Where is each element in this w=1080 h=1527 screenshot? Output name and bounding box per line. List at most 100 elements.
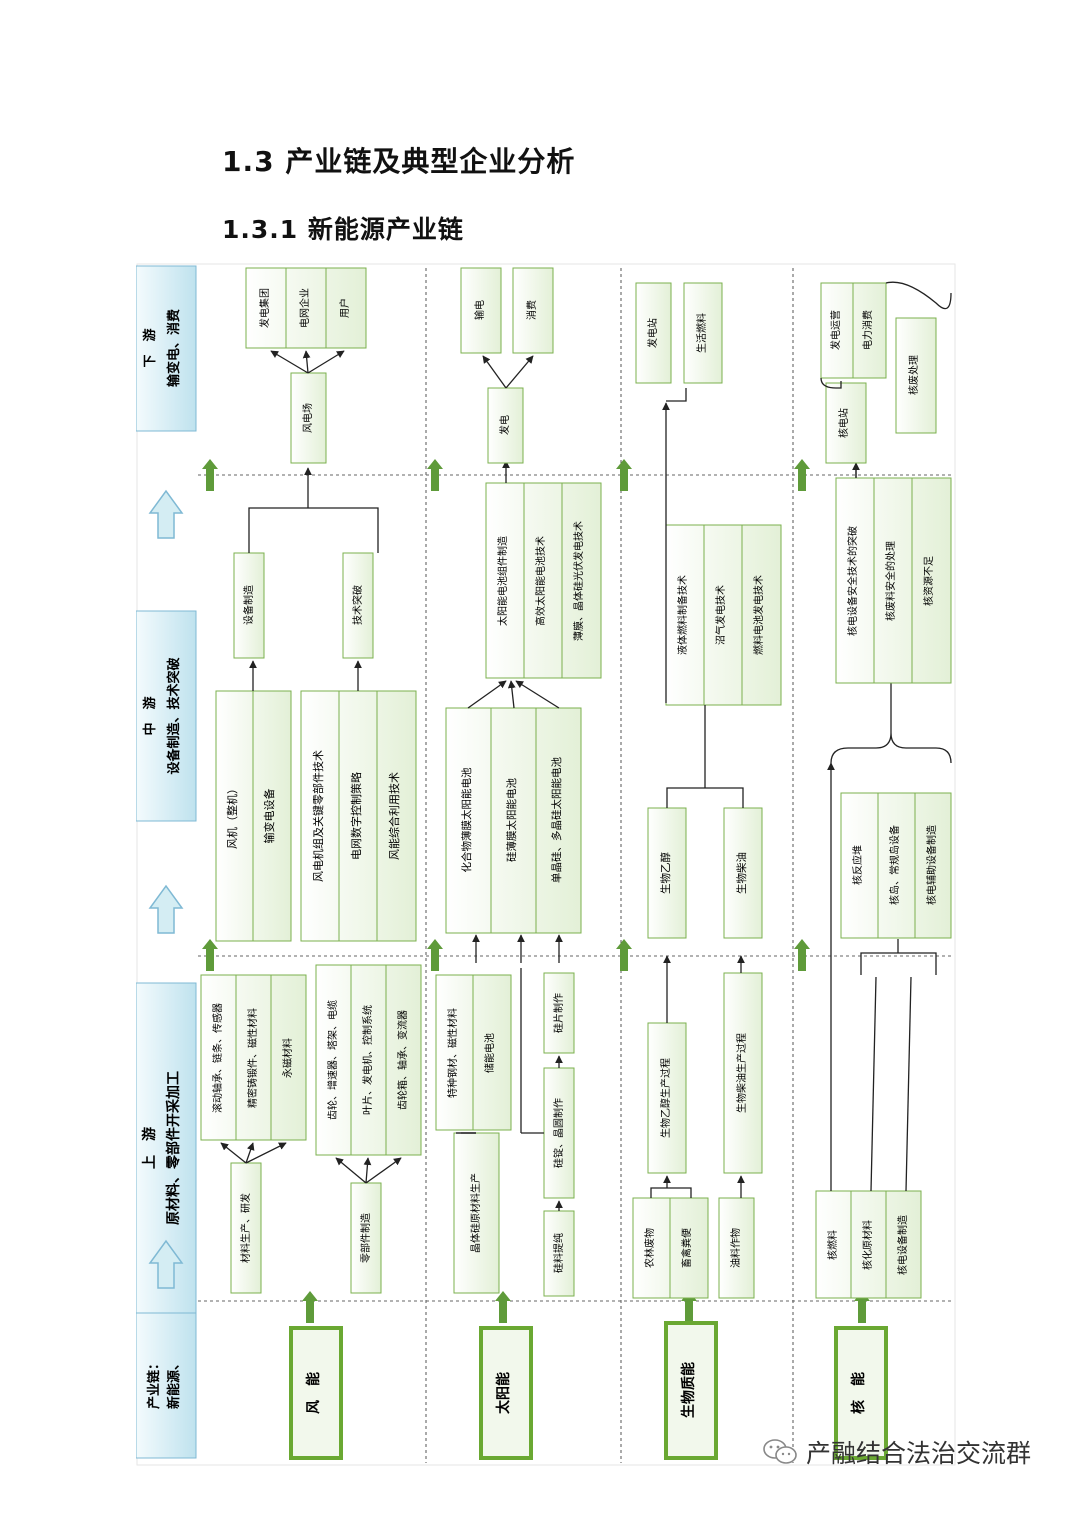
biomass-mid-ethanol: 生物乙醇: [647, 807, 687, 939]
svg-text:生物乙醇生产过程: 生物乙醇生产过程: [659, 1058, 672, 1138]
svg-text:硅片制作: 硅片制作: [552, 993, 565, 1033]
solar-mid-modules: 太阳能电池组件制造 高效太阳能电池技术 薄膜、晶体硅光伏发电技术: [485, 482, 602, 679]
svg-text:风电场: 风电场: [301, 403, 314, 433]
svg-text:燃料电池发电技术: 燃料电池发电技术: [752, 575, 765, 655]
svg-text:核燃料: 核燃料: [826, 1230, 839, 1260]
wind-mid-equip-mfg: 设备制造: [233, 552, 265, 659]
industry-chain-diagram: 产业链： 新能源、 上 游 原材料、零部件开采加工 中 游 设备制造、技术突破 …: [136, 263, 956, 1466]
svg-text:输电: 输电: [473, 300, 486, 320]
svg-text:畜禽粪便: 畜禽粪便: [680, 1228, 693, 1268]
solar-down-transmission: 输电: [460, 267, 502, 354]
biomass-mid-diesel: 生物柴油: [723, 807, 763, 939]
nuclear-up-materials: 核燃料 核化原材料 核电设备制造: [815, 1190, 922, 1299]
solar-up-ingot: 硅锭、晶圆制作: [543, 1067, 575, 1199]
svg-text:核反应堆: 核反应堆: [851, 845, 864, 885]
wind-up-components: 齿轮、增速器、塔架、电缆 叶片、发电机、控制系统 齿轮箱、轴承、变流器: [315, 964, 422, 1156]
energy-box-nuclear: 核 能: [834, 1326, 888, 1460]
svg-text:永磁材料: 永磁材料: [281, 1038, 294, 1078]
svg-text:生活燃料: 生活燃料: [695, 313, 708, 353]
svg-text:生物柴油生产过程: 生物柴油生产过程: [735, 1033, 748, 1113]
svg-text:核 能: 核 能: [850, 1372, 867, 1414]
nuclear-mid-tech: 核电设备安全技术的突破 核废料安全的处理 核资源不足: [835, 477, 952, 684]
stage-flow-arrows: [148, 489, 184, 1289]
svg-text:核电设备制造: 核电设备制造: [896, 1215, 909, 1275]
svg-text:技术突破: 技术突破: [351, 585, 364, 625]
wind-up-bearings: 滚动轴承、链条、传感器 精密铸锻件、磁性材料 永磁材料: [200, 974, 307, 1141]
svg-text:核废料安全的处理: 核废料安全的处理: [884, 541, 897, 621]
svg-text:核废处理: 核废处理: [907, 355, 920, 395]
nuclear-down-station: 核电站: [825, 382, 867, 464]
svg-text:风 能: 风 能: [305, 1372, 322, 1414]
svg-text:太阳能: 太阳能: [495, 1372, 512, 1414]
wind-mid-breakthrough: 技术突破: [342, 552, 374, 659]
svg-text:核资源不足: 核资源不足: [922, 556, 935, 606]
nuclear-down-operation: 发电运营 电力消费: [820, 282, 887, 379]
svg-text:设备制造: 设备制造: [242, 585, 255, 625]
svg-text:硅锭、晶圆制作: 硅锭、晶圆制作: [552, 1098, 565, 1168]
energy-box-solar: 太阳能: [479, 1326, 533, 1460]
svg-text:核电辅助设备制造: 核电辅助设备制造: [925, 825, 938, 905]
svg-text:薄膜、晶体硅光伏发电技术: 薄膜、晶体硅光伏发电技术: [572, 521, 585, 641]
stage-new-energy-title: 产业链：: [146, 1357, 162, 1409]
wind-up-material: 材料生产、研发: [230, 1162, 262, 1294]
wind-mid-tech: 风电机组及关键零部件技术 电网数字控制策略 风能综合利用技术: [300, 690, 417, 942]
stage-new-energy-subtitle: 新能源、: [166, 1357, 182, 1409]
svg-text:生物柴油: 生物柴油: [735, 852, 748, 894]
svg-text:用户: 用户: [338, 298, 351, 318]
svg-text:发电集团: 发电集团: [258, 288, 271, 328]
biomass-up-oil-crops: 油料作物: [718, 1197, 755, 1299]
wind-down-farm: 风电场: [290, 372, 327, 464]
svg-text:太阳能电池组件制造: 太阳能电池组件制造: [496, 536, 509, 626]
solar-up-silicon: 晶体硅原材料生产: [453, 1132, 500, 1294]
svg-text:零部件制造: 零部件制造: [359, 1213, 372, 1263]
stage-upstream-subtitle: 原材料、零部件开采加工: [165, 1071, 182, 1225]
svg-text:消费: 消费: [525, 300, 538, 320]
stage-upstream-title: 上 游: [141, 1127, 158, 1169]
biomass-up-waste: 农林废物 畜禽粪便: [632, 1197, 709, 1299]
svg-text:化合物薄膜太阳能电池: 化合物薄膜太阳能电池: [460, 767, 473, 872]
wind-up-parts-mfg: 零部件制造: [350, 1182, 382, 1294]
svg-text:单晶硅、多晶硅太阳能电池: 单晶硅、多晶硅太阳能电池: [550, 757, 563, 883]
svg-text:齿轮、增速器、塔架、电缆: 齿轮、增速器、塔架、电缆: [326, 1000, 339, 1120]
solar-down-consumption: 消费: [512, 267, 554, 354]
svg-text:核电设备安全技术的突破: 核电设备安全技术的突破: [846, 526, 859, 636]
svg-text:硅料提纯: 硅料提纯: [552, 1233, 565, 1273]
nuclear-down-waste: 核废处理: [895, 317, 937, 434]
nuclear-mid-reactor: 核反应堆 核岛、常规岛设备 核电辅助设备制造: [840, 792, 952, 939]
svg-text:农林废物: 农林废物: [643, 1228, 656, 1268]
section-title: 1.3 产业链及典型企业分析: [222, 145, 576, 178]
svg-text:材料生产、研发: 材料生产、研发: [239, 1193, 252, 1263]
svg-text:发电运营: 发电运营: [829, 310, 842, 350]
svg-text:生物乙醇: 生物乙醇: [659, 852, 672, 894]
wind-mid-turbines: 风机（整机） 输变电设备: [215, 690, 292, 942]
svg-text:滚动轴承、链条、传感器: 滚动轴承、链条、传感器: [211, 1003, 224, 1113]
svg-text:风机（整机）: 风机（整机）: [225, 783, 239, 849]
stage-midstream-subtitle: 设备制造、技术突破: [166, 657, 182, 774]
svg-text:沼气发电技术: 沼气发电技术: [714, 585, 727, 645]
svg-text:电网企业: 电网企业: [298, 288, 311, 328]
svg-text:晶体硅原材料生产: 晶体硅原材料生产: [469, 1173, 482, 1253]
svg-text:发电: 发电: [498, 415, 511, 435]
solar-down-generation: 发电: [487, 387, 524, 464]
energy-box-wind: 风 能: [289, 1326, 343, 1460]
svg-text:储能电池: 储能电池: [483, 1033, 496, 1073]
biomass-down-plant: 发电站: [635, 282, 672, 384]
biomass-down-fuel: 生活燃料: [683, 282, 723, 384]
svg-text:精密铸锻件、磁性材料: 精密铸锻件、磁性材料: [246, 1008, 259, 1108]
svg-text:特种钢材、磁性材料: 特种钢材、磁性材料: [446, 1008, 459, 1098]
svg-text:核电站: 核电站: [837, 408, 850, 438]
svg-text:高效太阳能电池技术: 高效太阳能电池技术: [534, 536, 547, 626]
stage-downstream-title: 下 游: [142, 328, 158, 367]
svg-text:风电机组及关键零部件技术: 风电机组及关键零部件技术: [311, 750, 325, 882]
svg-text:电力消费: 电力消费: [861, 310, 874, 350]
svg-text:硅薄膜太阳能电池: 硅薄膜太阳能电池: [505, 778, 518, 862]
biomass-mid-tech: 液体燃料制备技术 沼气发电技术 燃料电池发电技术: [665, 524, 782, 706]
svg-text:输变电设备: 输变电设备: [262, 789, 276, 844]
solar-up-purify: 硅料提纯: [543, 1210, 575, 1297]
svg-text:电网数字控制策略: 电网数字控制策略: [349, 772, 363, 860]
solar-up-steel: 特种钢材、磁性材料 储能电池: [435, 974, 512, 1131]
wind-down-consumers: 发电集团 电网企业 用户: [245, 267, 367, 349]
svg-text:风能综合利用技术: 风能综合利用技术: [387, 772, 401, 860]
wechat-icon: [763, 1439, 797, 1464]
svg-text:核化原材料: 核化原材料: [861, 1220, 874, 1270]
